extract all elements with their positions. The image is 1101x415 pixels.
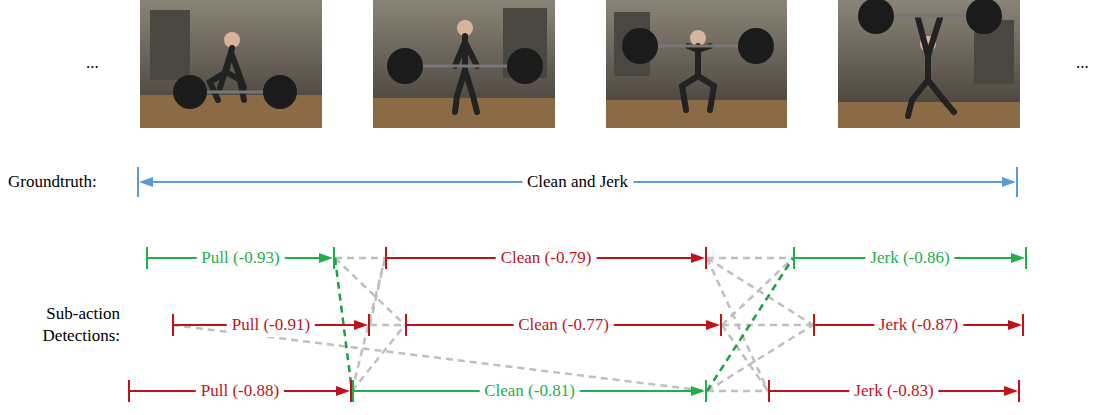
interval-label: Pull (-0.93) (196, 246, 284, 270)
interval-label: Jerk (-0.83) (849, 379, 938, 403)
groundtruth-interval: Clean and Jerk (137, 165, 1018, 199)
interval-label: Pull (-0.88) (196, 379, 284, 403)
clean-detection: Clean (-0.77) (405, 312, 722, 338)
candidate-link (722, 324, 813, 327)
frame-1 (140, 0, 322, 128)
pull-detection: Pull (-0.93) (146, 245, 335, 271)
frame-3 (606, 0, 787, 128)
interval-label: Clean and Jerk (522, 170, 633, 194)
video-frames (0, 0, 1101, 140)
ellipsis: ... (1076, 52, 1089, 74)
candidate-link (370, 324, 405, 327)
clean-detection: Clean (-0.79) (385, 245, 707, 271)
selected-link (707, 258, 793, 391)
ellipsis: ... (86, 52, 99, 74)
pull-detection: Pull (-0.88) (128, 378, 352, 404)
candidate-link (335, 258, 405, 325)
frame-4 (838, 0, 1020, 128)
interval-label: Clean (-0.77) (513, 313, 614, 337)
interval-label: Clean (-0.79) (496, 246, 597, 270)
jerk-detection: Jerk (-0.87) (813, 312, 1024, 338)
candidate-link (707, 325, 813, 391)
candidate-link (335, 257, 385, 260)
candidate-link (707, 258, 813, 325)
clean-detection: Clean (-0.81) (352, 378, 707, 404)
frame-2 (373, 0, 555, 128)
jerk-detection: Jerk (-0.83) (768, 378, 1020, 404)
pull-detection: Pull (-0.91) (172, 312, 370, 338)
jerk-detection: Jerk (-0.86) (793, 245, 1027, 271)
candidate-link (352, 325, 405, 391)
interval-label: Jerk (-0.86) (865, 246, 954, 270)
row-label: Groundtruth: (8, 171, 97, 193)
interval-label: Jerk (-0.87) (874, 313, 963, 337)
candidate-link (370, 258, 385, 325)
candidate-link (707, 257, 793, 260)
interval-label: Clean (-0.81) (479, 379, 580, 403)
candidate-link (707, 390, 768, 393)
interval-label: Pull (-0.91) (227, 313, 315, 337)
row-label: Sub-action Detections: (24, 303, 120, 347)
